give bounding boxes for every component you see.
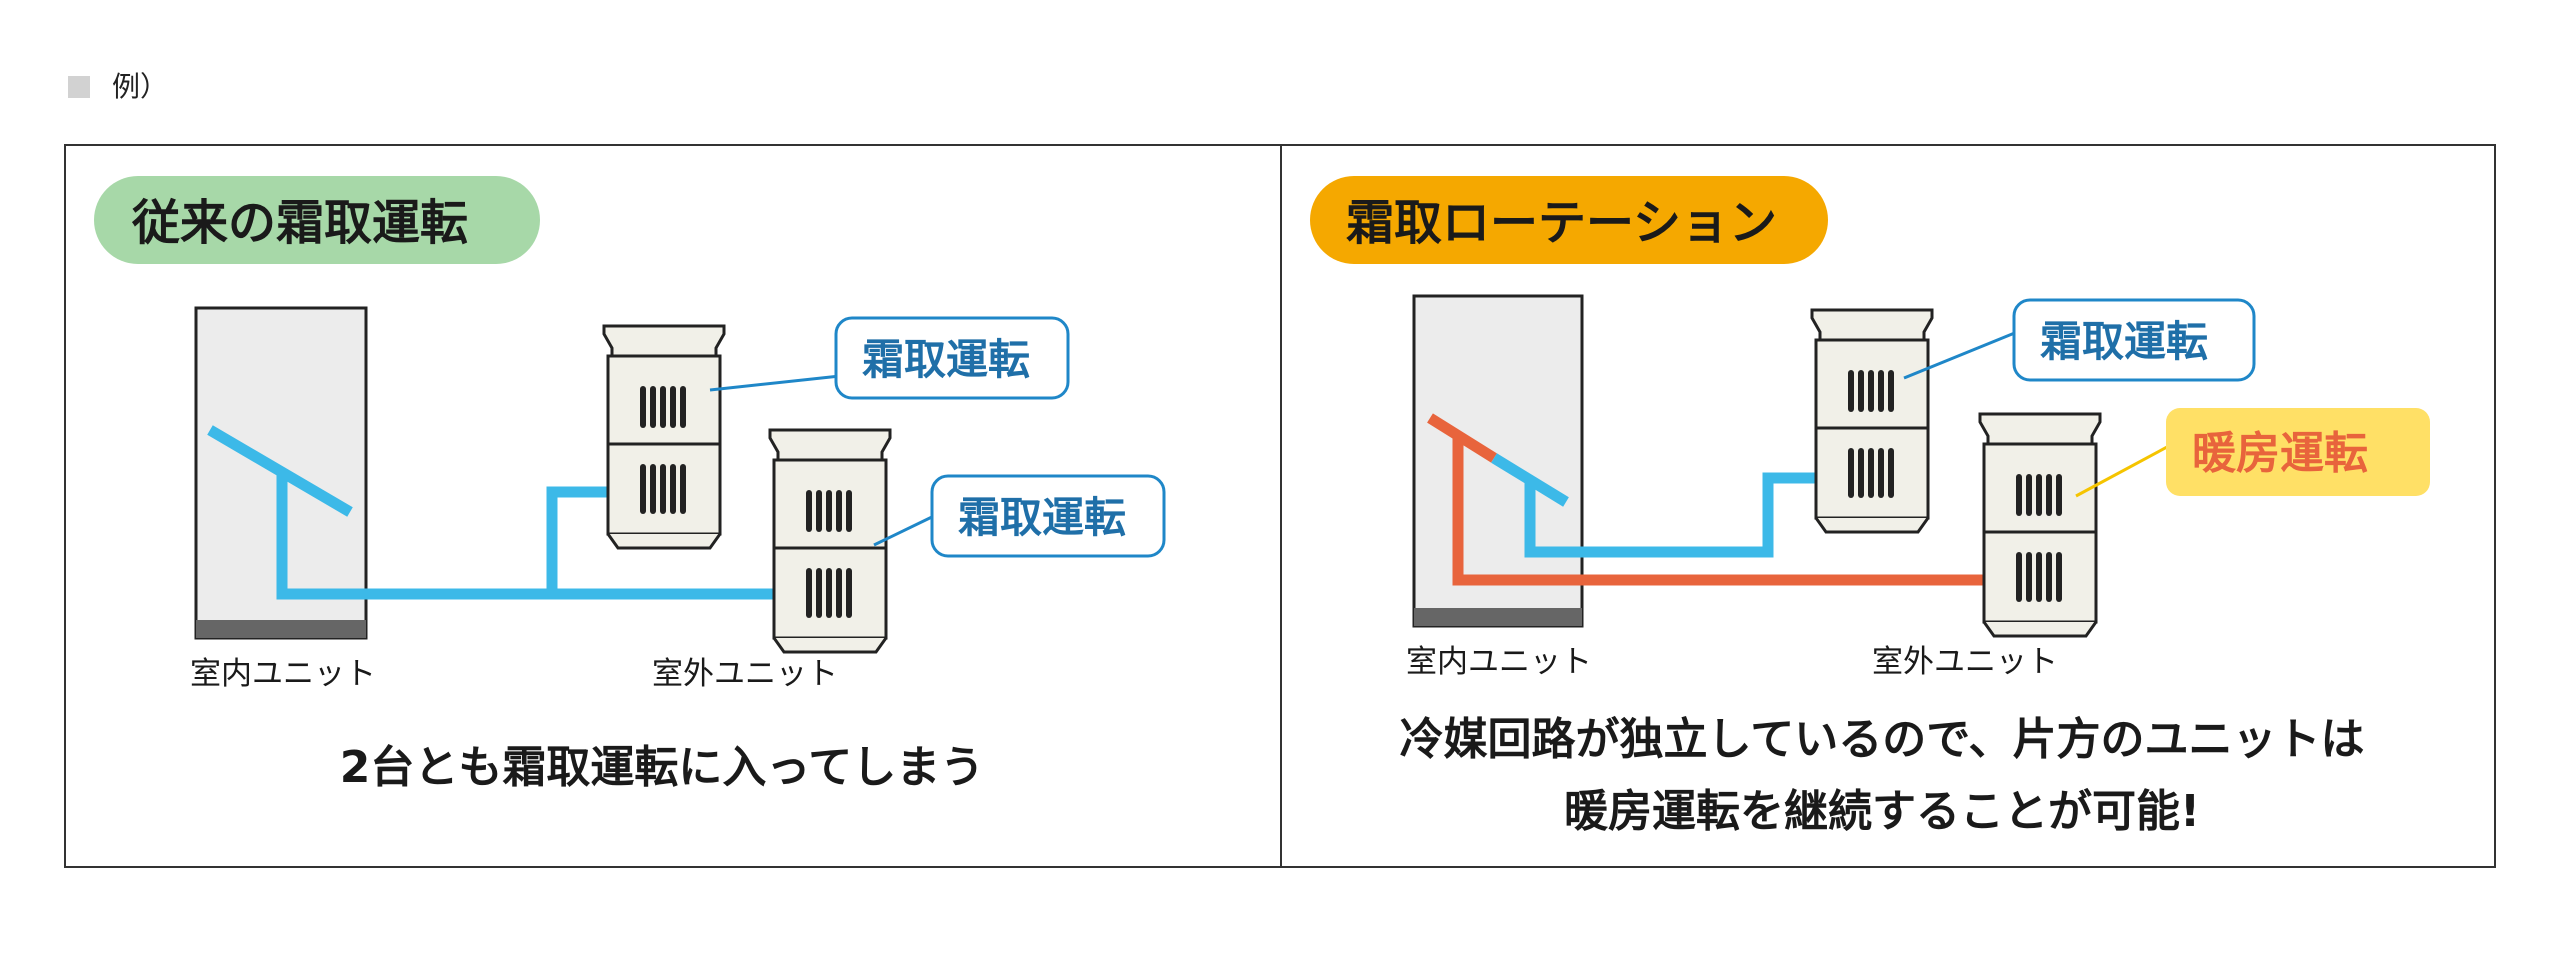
right-title-pill — [1310, 176, 1828, 264]
left-caption: 2台とも霜取運転に入ってしまう — [340, 742, 984, 793]
left-outdoor-unit-2 — [768, 428, 892, 654]
right-outdoor-label: 室外ユニット — [1872, 644, 2058, 680]
example-label: 例） — [112, 70, 169, 103]
example-marker — [68, 76, 90, 98]
right-outdoor-unit-1 — [1810, 308, 1934, 534]
left-title: 従来の霜取運転 — [131, 195, 468, 251]
right-callout-heating-text: 暖房運転 — [2192, 428, 2368, 479]
panel-divider — [1280, 144, 1282, 868]
right-callout-top-leader — [1903, 328, 2023, 380]
left-outdoor-unit-1 — [602, 324, 726, 550]
left-defrost-pipes — [207, 425, 786, 600]
right-outdoor-unit-2 — [1978, 412, 2102, 638]
left-outdoor-label: 室外ユニット — [652, 656, 838, 692]
right-panel: 霜取ローテーション 霜取運転 暖房運転 室内ユニット — [1310, 176, 2430, 837]
right-title: 霜取ローテーション — [1346, 195, 1777, 251]
right-indoor-label: 室内ユニット — [1406, 644, 1592, 680]
right-defrost-pipe — [1491, 453, 1820, 558]
left-title-pill — [94, 176, 540, 264]
left-callout-top-box — [834, 316, 1070, 400]
right-callout-heating-box — [2166, 408, 2430, 496]
right-heating-pipe — [1427, 413, 2000, 586]
right-caption-line-2: 暖房運転を継続することが可能! — [1564, 786, 2200, 837]
left-callout-bottom-leader — [873, 513, 937, 547]
left-callout-top-leader — [709, 374, 841, 392]
right-callout-heating-leader — [2075, 438, 2181, 498]
left-callout-bottom-text: 霜取運転 — [958, 493, 1126, 542]
right-caption-line-1: 冷媒回路が独立しているので、片方のユニットは — [1400, 714, 2365, 765]
right-callout-top-box — [2012, 298, 2256, 382]
left-panel: 従来の霜取運転 霜取運転 霜取運転 室内ユニット 室外ユニット — [94, 176, 1166, 793]
left-indoor-label: 室内ユニット — [190, 656, 376, 692]
right-callout-top-text: 霜取運転 — [2040, 317, 2208, 366]
left-callout-bottom-box — [930, 474, 1166, 558]
left-callout-top-text: 霜取運転 — [862, 335, 1030, 384]
